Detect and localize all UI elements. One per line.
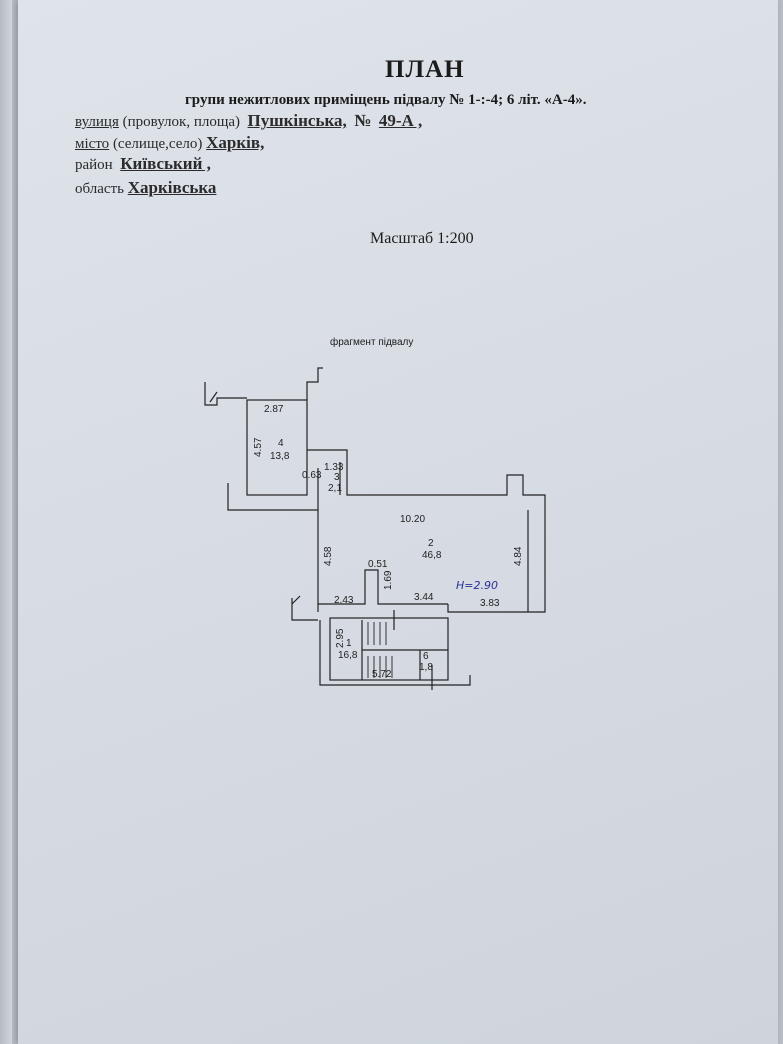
room2-right: 4.84 [513,546,524,566]
room1-area: 16,8 [338,650,358,661]
height-note: Н=2.90 [456,579,498,592]
room2-area: 46,8 [422,550,442,561]
room6-area: 1,8 [419,662,433,673]
room2-width: 10.20 [400,514,425,525]
city-value: Харків, [206,133,265,152]
region-label: область [75,181,124,197]
room1-height: 2.95 [335,628,346,648]
document-sheet [18,0,778,1044]
district-label: район [75,157,113,173]
document-subtitle: групи нежитлових приміщень підвалу № 1-:… [185,92,587,108]
scale-label: Масштаб 1:200 [370,230,474,247]
street-line: вулиця (провулок, площа) Пушкінська, № 4… [75,111,422,131]
city-label: місто [75,136,110,152]
street-label: вулиця [75,114,119,130]
region-line: область Харківська [75,178,216,198]
room3-gap: 0.63 [302,470,322,481]
number-value: 49-А , [378,111,423,130]
district-line: район Київський , [75,154,211,174]
room4-width: 2.87 [264,404,284,415]
room3-number: 3 [334,472,340,483]
room2-step: 0.51 [368,559,388,570]
room2-left: 4.58 [323,546,334,566]
street-label-extra: (провулок, площа) [122,114,241,130]
city-line: місто (селище,село) Харків, [75,133,264,153]
room1-width: 5.72 [372,669,392,680]
document-title: ПЛАН [385,56,465,83]
region-value: Харківська [127,178,217,197]
stair-treads [367,622,393,678]
room1-number: 1 [346,638,352,649]
plan-caption: фрагмент підвалу [330,337,414,348]
district-value: Київський , [120,154,211,173]
room4-number: 4 [278,438,284,449]
room3-width: 1.33 [324,462,344,473]
room3-area: 2,1 [328,483,342,494]
room2-bottom-a: 2.43 [334,595,354,606]
plan-walls [204,367,546,690]
street-value: Пушкінська, [247,111,347,130]
room2-number: 2 [428,538,434,549]
room2-bottom-b: 3.44 [414,592,434,603]
room4-length: 4.57 [253,437,264,457]
room4-area: 13,8 [270,451,290,462]
room2-bottom-c: 3.83 [480,598,500,609]
room2-inner: 1.69 [383,570,394,590]
city-label-extra: (селище,село) [112,136,203,152]
room6-number: 6 [423,651,429,662]
number-label: № [354,111,372,130]
adjacent-page-edge [0,0,12,1044]
